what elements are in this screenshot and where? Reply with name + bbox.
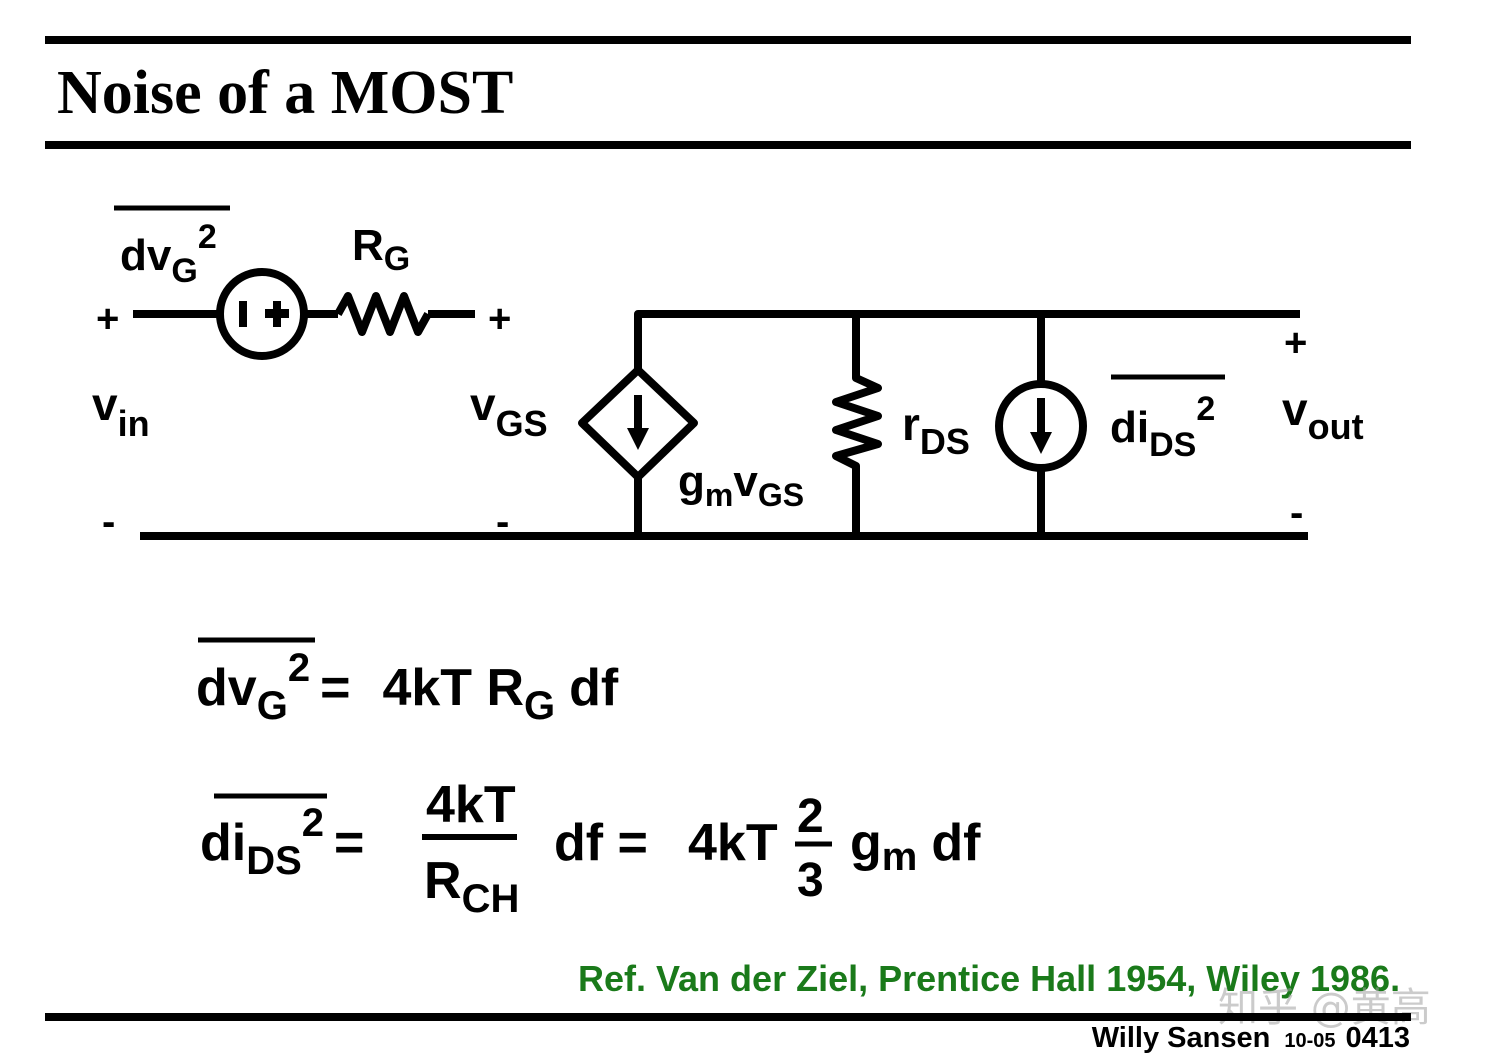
- eq2-lhs: di: [200, 814, 246, 872]
- svg-text:rDS: rDS: [902, 398, 970, 462]
- eq1-rhs: 4kT R: [382, 659, 524, 717]
- svg-text:vGS: vGS: [470, 378, 548, 444]
- svg-text:RG: RG: [352, 221, 410, 278]
- svg-text:gmvGS: gmvGS: [678, 457, 804, 513]
- output-minus: -: [1290, 491, 1303, 535]
- gm-vgs-label: g: [678, 457, 705, 506]
- output-plus: +: [1284, 321, 1307, 365]
- eq2-mid: df =: [554, 814, 648, 872]
- noise-source-minus-mark: [239, 301, 247, 327]
- reference-text: Ref. Van der Ziel, Prentice Hall 1954, W…: [578, 958, 1401, 999]
- input-plus: +: [96, 297, 119, 341]
- svg-text:RCH: RCH: [424, 852, 519, 921]
- footer-date: 10-05: [1284, 1030, 1336, 1052]
- eq2-gm: g: [850, 814, 882, 872]
- top-rail: [634, 310, 1300, 370]
- input-minus: -: [102, 500, 115, 544]
- drain-noise-label: di: [1110, 403, 1149, 452]
- rds-label: r: [902, 398, 920, 450]
- eq2-rhs: 4kT: [688, 814, 778, 872]
- footer-slide-number: 0413: [1345, 1022, 1410, 1054]
- noise-voltage-source: [216, 268, 308, 360]
- eq2-frac-den: 3: [797, 854, 824, 907]
- page-title: Noise of a MOST: [57, 59, 514, 127]
- bottom-rule: [45, 1013, 1411, 1021]
- footer: Willy Sansen 10-05 0413: [1092, 1022, 1410, 1055]
- vgs-label: v: [470, 378, 496, 430]
- noise-arrow-head: [1030, 432, 1052, 454]
- svg-text:vin: vin: [92, 378, 150, 444]
- watermark: 知乎 @黄高: [1218, 985, 1431, 1031]
- svg-text:vout: vout: [1282, 383, 1364, 447]
- vgs-minus: -: [496, 500, 509, 544]
- title-underline: [45, 141, 1411, 149]
- dep-arrow-head: [627, 428, 649, 450]
- svg-text:dvG2: dvG2: [120, 218, 217, 290]
- rds-resistor: [832, 314, 882, 536]
- gate-resistor: [334, 292, 432, 336]
- noise-source-plus-h: [265, 309, 289, 318]
- top-rule: [45, 36, 1411, 44]
- output-label: v: [1282, 383, 1308, 435]
- svg-text:diDS2=: diDS2=: [200, 801, 364, 883]
- eq2-numerator: 4kT: [426, 776, 516, 834]
- noise-voltage-label: dv: [120, 231, 172, 280]
- input-label: v: [92, 378, 118, 430]
- vgs-plus: +: [488, 297, 511, 341]
- gate-resistor-label: R: [352, 221, 384, 270]
- eq2-denominator: R: [424, 852, 462, 910]
- footer-author: Willy Sansen: [1091, 1022, 1271, 1054]
- svg-text:diDS2: diDS2: [1110, 390, 1215, 464]
- eq1-lhs: dv: [196, 659, 257, 717]
- eq2-frac-num: 2: [797, 790, 824, 843]
